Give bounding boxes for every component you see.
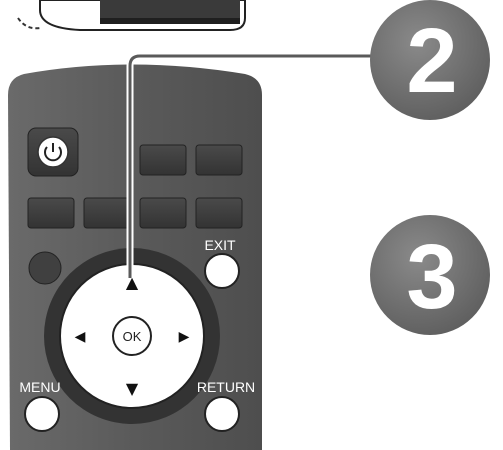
arrow-left-icon[interactable]: ◀ xyxy=(75,329,86,345)
menu-button[interactable] xyxy=(25,397,59,431)
ok-label: OK xyxy=(123,329,142,344)
step-3-badge: 3 xyxy=(370,215,490,335)
remote-sensor-indicator xyxy=(18,18,40,28)
step-2-number: 2 xyxy=(406,10,457,112)
menu-label: MENU xyxy=(19,379,60,395)
step-3-number: 3 xyxy=(406,226,457,328)
function-button-3[interactable] xyxy=(28,198,74,228)
option-button[interactable] xyxy=(29,252,61,284)
function-button-5[interactable] xyxy=(140,198,186,228)
exit-label: EXIT xyxy=(204,237,236,253)
tv-device-bottom xyxy=(40,0,245,30)
power-button[interactable] xyxy=(28,128,78,176)
function-button-2[interactable] xyxy=(196,145,242,175)
return-button[interactable] xyxy=(205,397,239,431)
arrow-down-icon[interactable]: ▼ xyxy=(126,379,139,398)
function-button-4[interactable] xyxy=(84,198,130,228)
arrow-right-icon[interactable]: ▶ xyxy=(179,329,190,345)
step-2-badge: 2 xyxy=(370,0,490,120)
ok-button[interactable]: OK xyxy=(113,317,151,355)
exit-button[interactable] xyxy=(205,254,239,288)
function-button-6[interactable] xyxy=(196,198,242,228)
function-button-1[interactable] xyxy=(140,145,186,175)
return-label: RETURN xyxy=(197,379,255,395)
